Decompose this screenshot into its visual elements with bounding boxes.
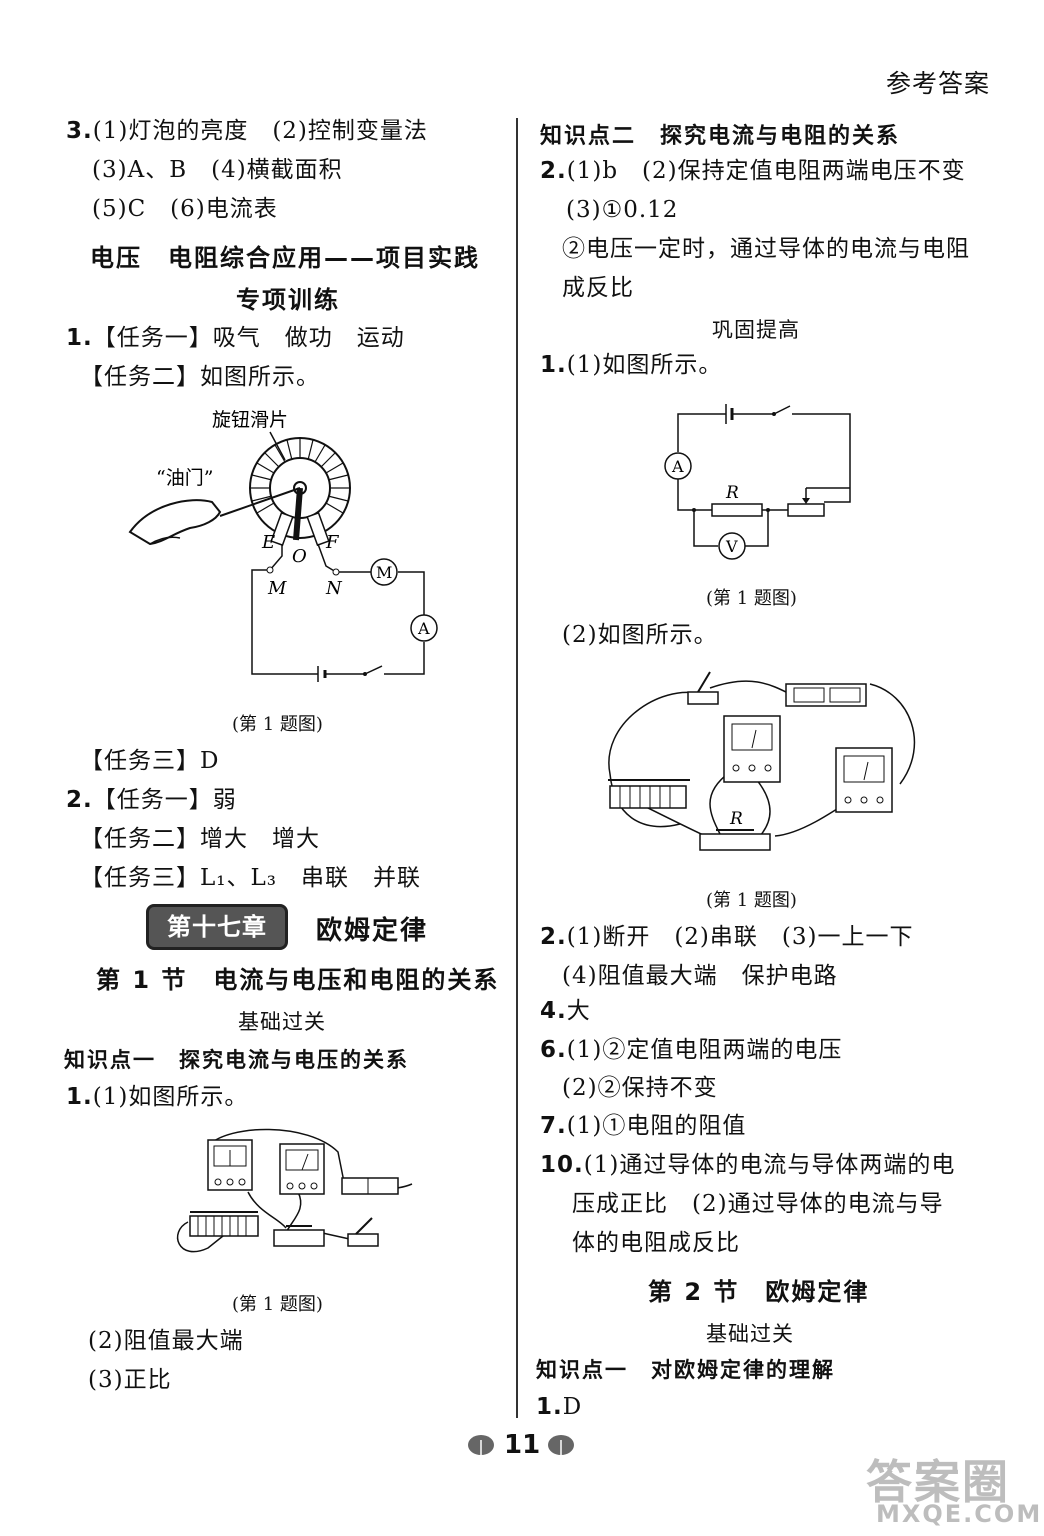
resistance-apparatus-figure: R [608,671,916,851]
terminal-e-label: E [261,532,275,553]
terminal-f-label: F [325,532,340,553]
project-answer-2-task1: 2.【任务一】弱 [66,787,237,813]
project-answer-2-task3: 【任务三】L₁、L₃ 串联 并联 [80,865,421,891]
project-answer-2-task2: 【任务二】增大 增大 [80,826,320,852]
answer-3-line-1: 3.(1)灯泡的亮度 (2)控制变量法 [66,118,428,144]
kp1-answer-1: 1.(1)如图所示。 [66,1084,249,1110]
project-answer-1-task3: 【任务三】D [80,748,220,774]
terminal-n-label: N [325,578,343,599]
throttle-circuit-figure: 旋钮滑片 “油门” E O F M N A M [128,409,438,682]
page-number: 11 [504,1430,541,1460]
figure-caption: (第 1 题图) [232,1294,323,1315]
answer-3-line-3: (5)C (6)电流表 [92,196,278,222]
project-answer-1-task1: 1.【任务一】吸气 做功 运动 [66,325,405,351]
knowledge-point-ohm: 知识点一 对欧姆定律的理解 [536,1358,835,1382]
kp2-answer-2-line-2: (3)①0.12 [566,197,679,223]
knowledge-point-2: 知识点二 探究电流与电阻的关系 [540,124,901,149]
consolidate-answer-6-line-2: (2)②保持不变 [562,1075,718,1101]
consolidate-answer-1-part2: (2)如图所示。 [562,622,718,648]
figure-caption: (第 1 题图) [706,890,797,911]
lesson-1-title: 第 1 节 电流与电压和电阻的关系 [96,966,500,994]
kp2-answer-2-line-1: 2.(1)b (2)保持定值电阻两端电压不变 [540,158,966,184]
schematic-voltmeter-label: V [725,537,738,556]
leaf-icon-right [548,1435,574,1458]
consolidate-answer-10-line-3: 体的电阻成反比 [572,1230,740,1256]
apparatus-resistor-label: R [729,809,743,829]
consolidate-answer-4: 4.大 [540,998,591,1024]
throttle-label: “油门” [156,467,213,489]
figure-caption: (第 1 题图) [706,588,797,609]
consolidate-answer-1-part1: 1.(1)如图所示。 [540,352,723,378]
knob-slider-label: 旋钮滑片 [212,409,288,431]
consolidate-answer-6-line-1: 6.(1)②定值电阻两端的电压 [540,1037,843,1063]
consolidate-section-label: 巩固提高 [712,318,800,342]
basic-section-label: 基础过关 [238,1010,326,1034]
answer-3-line-2: (3)A、B (4)横截面积 [92,157,343,183]
kp2-answer-2-line-3: ②电压一定时，通过导体的电流与电阻 [562,236,970,262]
leaf-icon-left [468,1435,494,1458]
schematic-resistor-label: R [725,483,739,503]
watermark-url: MXQE.COM [876,1500,1043,1528]
header-rule [526,108,986,109]
motor-label: M [376,563,392,582]
lesson-2-title: 第 2 节 欧姆定律 [648,1278,870,1306]
ohm-answer-1: 1.D [536,1394,583,1420]
watermark-logo-text: 答案圈 [866,1455,1010,1509]
column-divider [516,118,518,1418]
project-answer-1-task2: 【任务二】如图所示。 [80,364,320,390]
knowledge-point-1: 知识点一 探究电流与电压的关系 [64,1048,409,1072]
consolidate-answer-2-line-2: (4)阻值最大端 保护电路 [562,963,838,989]
section-title-training: 专项训练 [236,286,340,314]
chapter-title: 欧姆定律 [316,916,429,946]
schematic-ammeter-label: A [671,457,684,476]
basic-section-label-2: 基础过关 [706,1322,794,1346]
terminal-m-label: M [267,578,287,599]
figure-caption: (第 1 题图) [232,714,323,735]
consolidate-answer-10-line-1: 10.(1)通过导体的电流与导体两端的电 [540,1152,956,1178]
kp1-answer-1-part3: (3)正比 [88,1367,172,1393]
consolidate-answer-10-line-2: 压成正比 (2)通过导体的电流与导 [572,1191,944,1217]
chapter-badge: 第十七章 [146,904,288,950]
resistance-schematic-figure: A R V [664,404,851,560]
section-title-project: 电压 电阻综合应用——项目实践 [90,244,480,272]
kp2-answer-2-line-4: 成反比 [562,275,634,301]
page-header-title: 参考答案 [886,69,991,98]
kp1-answer-1-part2: (2)阻值最大端 [88,1328,244,1354]
terminal-o-label: O [292,546,307,567]
voltage-current-apparatus-figure [177,1128,413,1253]
ammeter-label: A [417,619,430,638]
consolidate-answer-7: 7.(1)①电阻的阻值 [540,1113,747,1139]
consolidate-answer-2-line-1: 2.(1)断开 (2)串联 (3)一上一下 [540,924,914,950]
